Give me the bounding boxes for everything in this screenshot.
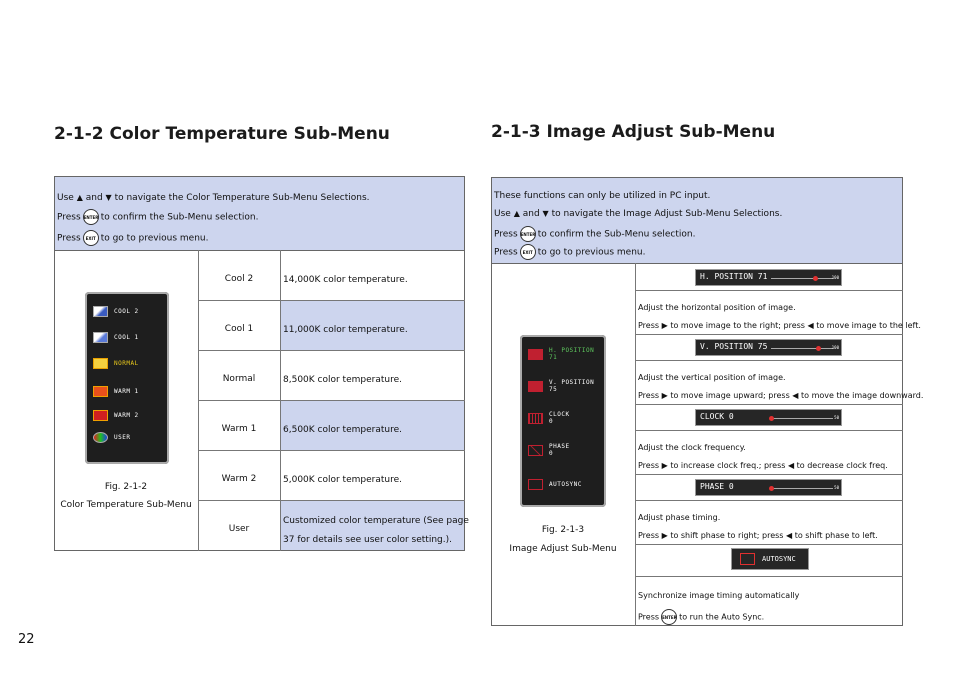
row-name-normal: Normal [222, 374, 256, 384]
warm1-icon [93, 386, 108, 397]
exit-button-icon: EXIT [519, 244, 536, 260]
fig-title-left: Color Temperature Sub-Menu [60, 500, 192, 510]
intro-line-1: Use ▲ and ▼ to navigate the Color Temper… [57, 193, 370, 203]
row-name-cool2: Cool 2 [224, 274, 254, 284]
cool1-icon [93, 332, 108, 343]
intro-line-0: These functions can only be utilized in … [494, 191, 711, 201]
desc-autosync-1: Synchronize image timing automatically [638, 591, 800, 600]
v-position-bar: V. POSITION 75 100 [695, 339, 842, 356]
right-arrow-icon: ▶ [661, 461, 668, 470]
image-adjust-table [491, 263, 903, 626]
osd-item-warm1: WARM 1 [93, 386, 139, 397]
v-position-icon [528, 380, 543, 392]
row-desc-cool1: 11,000K color temperature. [283, 325, 408, 335]
desc-clock-1: Adjust the clock frequency. [638, 443, 746, 452]
color-temp-intro: Use ▲ and ▼ to navigate the Color Temper… [54, 176, 465, 251]
osd-item-normal: NORMAL [93, 358, 139, 369]
h-position-knob [813, 276, 819, 281]
desc-h-position-2: Press ▶ to move image to the right; pres… [638, 321, 921, 330]
left-arrow-icon: ◀ [786, 531, 793, 540]
desc-h-position-1: Adjust the horizontal position of image. [638, 303, 796, 312]
enter-button-icon: ENTER [82, 209, 99, 225]
page-number: 22 [18, 632, 35, 647]
left-arrow-icon: ◀ [792, 391, 799, 400]
clock-knob [769, 416, 774, 421]
osd-item-autosync: AUTOSYNC [528, 479, 582, 490]
image-adjust-heading: 2-1-3 Image Adjust Sub-Menu [491, 122, 776, 142]
right-arrow-icon: ▶ [661, 531, 668, 540]
right-arrow-icon: ▶ [661, 321, 668, 330]
exit-button-icon: EXIT [82, 230, 99, 246]
autosync-icon [528, 479, 543, 490]
up-arrow-icon: ▲ [76, 193, 83, 202]
phase-bar: PHASE 0 50 [695, 479, 842, 496]
osd-item-cool1: COOL 1 [93, 332, 139, 343]
fig-caption-right: Fig. 2-1-3 [541, 525, 585, 535]
desc-v-position-2: Press ▶ to move image upward; press ◀ to… [638, 391, 924, 400]
fig-title-right: Image Adjust Sub-Menu [509, 544, 617, 554]
user-color-icon [93, 432, 108, 443]
row-desc-normal: 8,500K color temperature. [283, 375, 402, 385]
v-position-knob [815, 346, 821, 351]
clock-bar: CLOCK 0 50 [695, 409, 842, 426]
left-arrow-icon: ◀ [787, 461, 795, 470]
row-desc-user-1: Customized color temperature (See page [283, 516, 469, 526]
intro-line-1: Use ▲ and ▼ to navigate the Image Adjust… [494, 209, 783, 219]
desc-phase-2: Press ▶ to shift phase to right; press ◀… [638, 531, 878, 540]
enter-button-icon: ENTER [661, 609, 678, 625]
row-name-user: User [228, 524, 250, 534]
color-temp-heading: 2-1-2 Color Temperature Sub-Menu [54, 124, 390, 144]
clock-icon [528, 412, 543, 424]
row-desc-user-2: 37 for details see user color setting.). [283, 535, 452, 545]
desc-clock-2: Press ▶ to increase clock freq.; press ◀… [638, 461, 888, 470]
down-arrow-icon: ▼ [542, 209, 549, 218]
row-name-warm1: Warm 1 [221, 424, 257, 434]
desc-v-position-1: Adjust the vertical position of image. [638, 373, 786, 382]
down-arrow-icon: ▼ [105, 193, 112, 202]
up-arrow-icon: ▲ [513, 209, 520, 218]
osd-item-warm2: WARM 2 [93, 410, 139, 421]
phase-knob [769, 486, 774, 491]
osd-item-cool2: COOL 2 [93, 306, 139, 317]
warm2-icon [93, 410, 108, 421]
autosync-bar: AUTOSYNC [731, 548, 809, 570]
enter-button-icon: ENTER [519, 226, 536, 242]
right-arrow-icon: ▶ [661, 391, 668, 400]
color-temp-osd: COOL 2 COOL 1 NORMAL WARM 1 WARM 2 USER [85, 292, 169, 464]
cool2-icon [93, 306, 108, 317]
row-desc-warm2: 5,000K color temperature. [283, 475, 402, 485]
left-arrow-icon: ◀ [807, 321, 814, 330]
row-desc-cool2: 14,000K color temperature. [283, 275, 408, 285]
osd-item-user: USER [93, 432, 130, 443]
image-adjust-intro: These functions can only be utilized in … [491, 177, 903, 264]
sun-icon [93, 358, 108, 369]
h-position-bar: H. POSITION 71 100 [695, 269, 842, 286]
autosync-icon [740, 553, 755, 565]
desc-phase-1: Adjust phase timing. [638, 513, 721, 522]
row-name-cool1: Cool 1 [224, 324, 254, 334]
fig-caption-left: Fig. 2-1-2 [104, 482, 148, 492]
row-desc-warm1: 6,500K color temperature. [283, 425, 402, 435]
row-name-warm2: Warm 2 [221, 474, 257, 484]
phase-icon [528, 444, 543, 456]
h-position-icon [528, 348, 543, 360]
